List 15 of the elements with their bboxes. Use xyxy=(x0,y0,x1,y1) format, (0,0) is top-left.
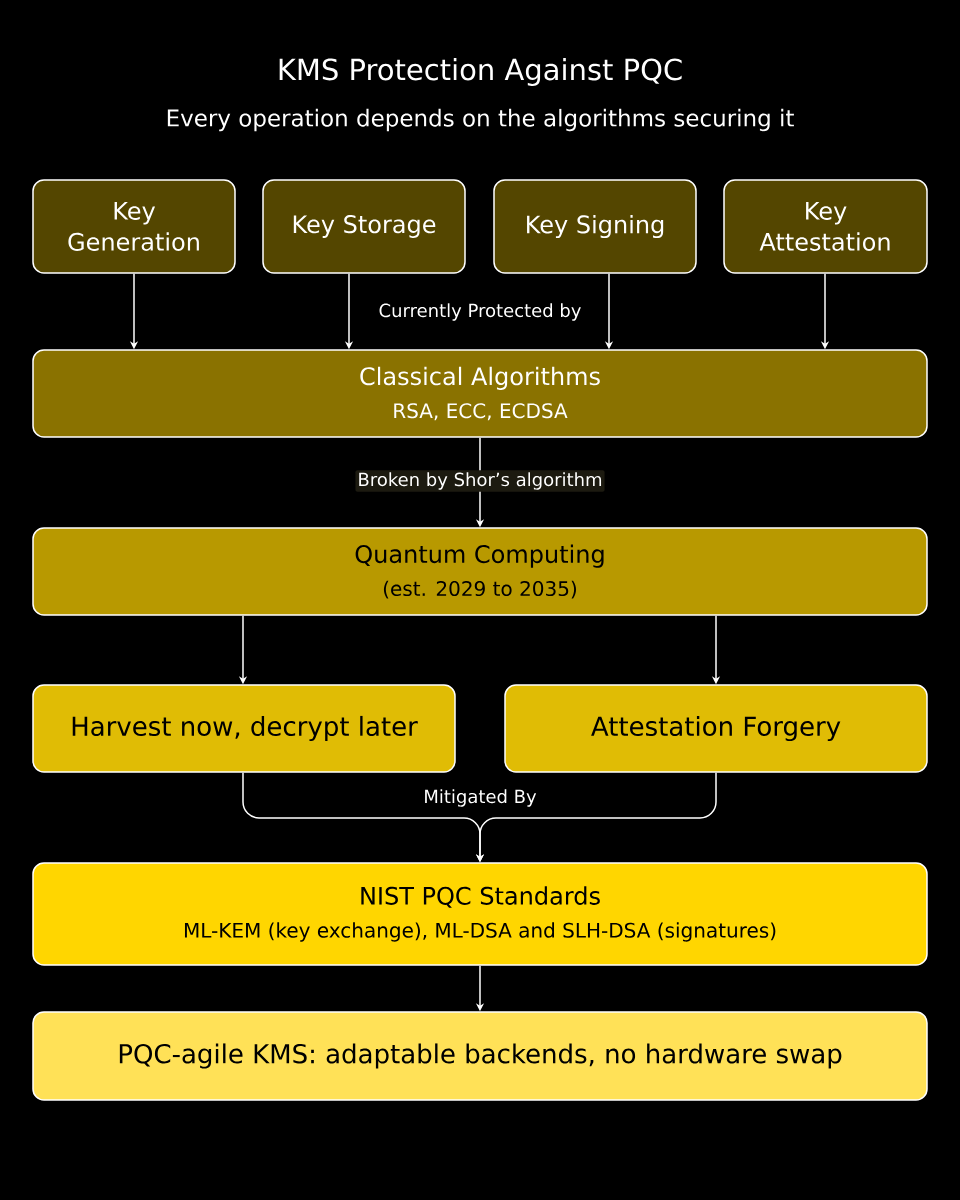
risk-box: Harvest now, decrypt later xyxy=(32,684,456,773)
algorithm-band: Classical Algorithms RSA, ECC, ECDSA xyxy=(32,349,928,438)
process-box: Key Generation xyxy=(32,179,236,274)
standards-band: NIST PQC Standards ML-KEM (key exchange), ML-DSA and SLH-DSA (signatures) xyxy=(32,862,928,966)
process-box: Key Signing xyxy=(493,179,697,274)
solution-band: PQC-agile KMS: adaptable backends, no hardware swap xyxy=(32,1011,928,1101)
process-box: Key Storage xyxy=(262,179,466,274)
edge-label: Mitigated By xyxy=(421,787,539,809)
process-box: Key Attestation xyxy=(723,179,928,274)
edge-label: Broken by Shor’s algorithm xyxy=(355,470,605,492)
title: KMS Protection Against PQC xyxy=(279,57,682,87)
edge-label: Currently Protected by xyxy=(376,301,584,323)
subtitle: Every operation depends on the algorithms securing it xyxy=(167,108,794,132)
risk-box: Attestation Forgery xyxy=(504,684,928,773)
threat-band: Quantum Computing (est. 2029 to 2035) xyxy=(32,527,928,616)
